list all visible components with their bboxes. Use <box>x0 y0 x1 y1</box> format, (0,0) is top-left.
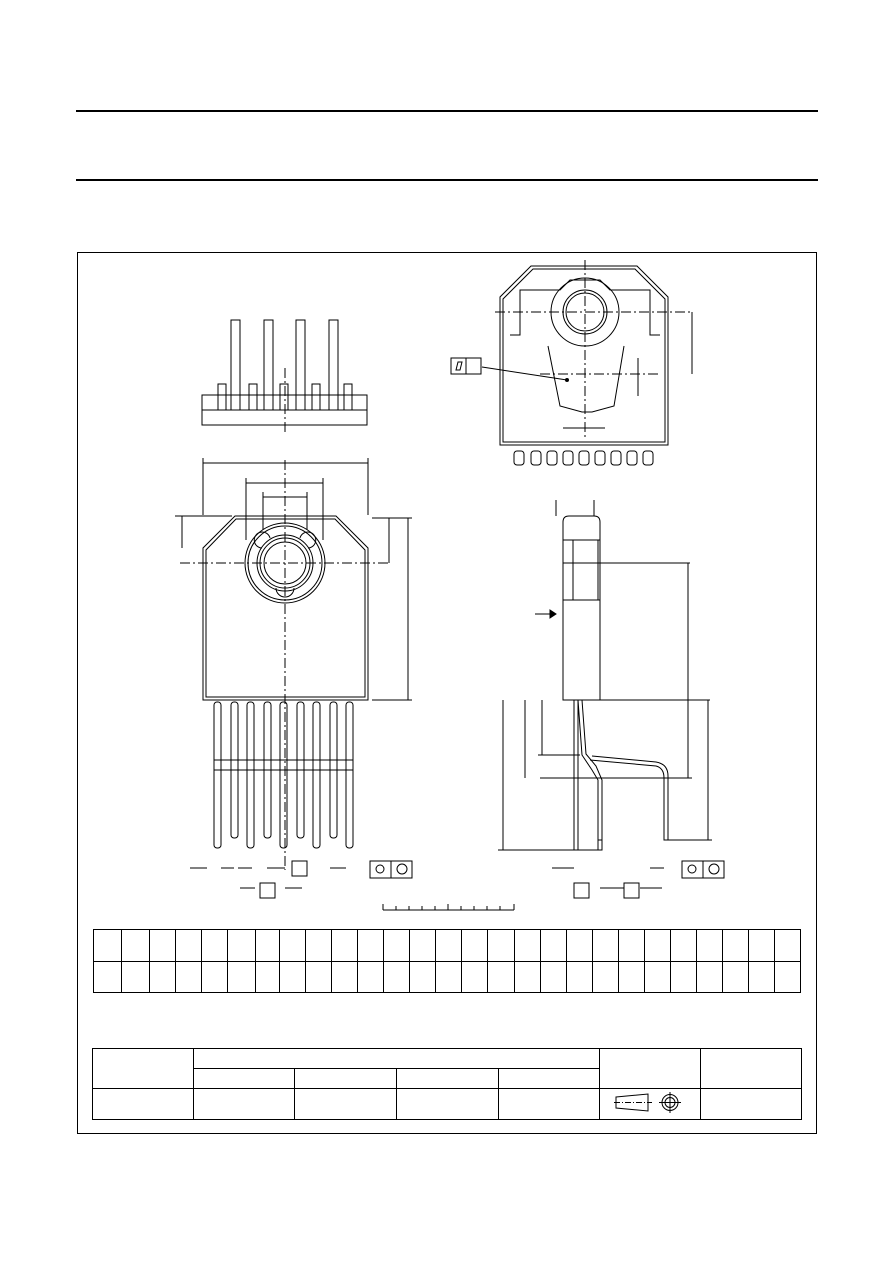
header-rule-top <box>76 110 818 112</box>
projection-symbol-cell <box>599 1088 701 1120</box>
dimension-table-row <box>92 929 802 962</box>
outline-reference-table <box>92 1048 802 1120</box>
outline-table-row <box>93 1068 802 1089</box>
side-view <box>498 500 725 899</box>
dimension-table-row <box>92 961 802 993</box>
dimension-table <box>92 929 802 993</box>
bottom-view-lead-stubs <box>513 450 654 466</box>
outline-table-row <box>92 1088 802 1120</box>
bottom-view <box>450 260 693 466</box>
top-view <box>201 319 368 432</box>
scale-bar <box>382 904 515 911</box>
front-view-leads <box>213 701 354 849</box>
header-rule-bottom <box>76 179 818 181</box>
outline-table-row <box>92 1048 802 1089</box>
projection-method-icon <box>614 1092 681 1113</box>
drawing-frame <box>77 252 817 1134</box>
front-view <box>175 458 413 899</box>
